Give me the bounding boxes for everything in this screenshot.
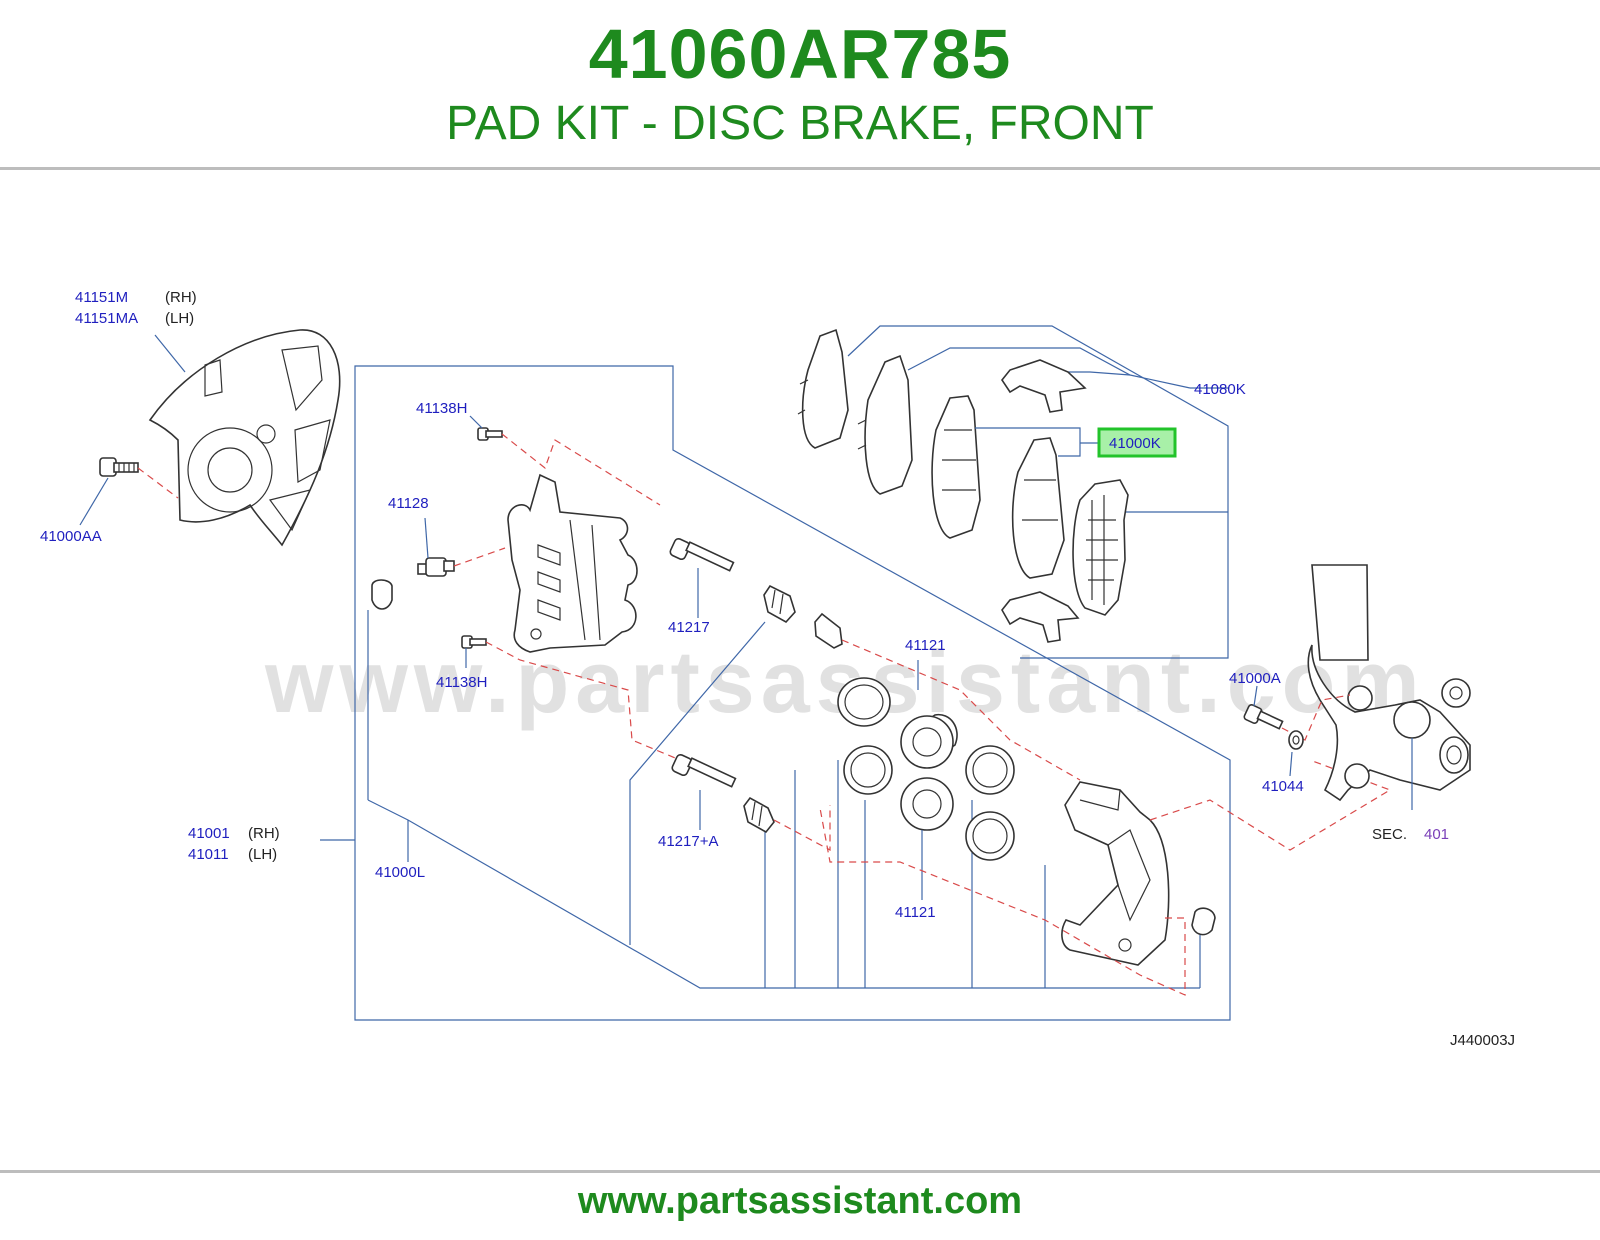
piston-seal-bottom-right[interactable] [965, 811, 1015, 861]
label-41080K: 41080K [1194, 381, 1246, 398]
leader-41044 [1289, 751, 1293, 777]
guide-pin-41217[interactable] [669, 537, 735, 572]
label-41001-side: (RH) [248, 825, 280, 842]
bolt-41138H-top[interactable] [477, 427, 503, 441]
pad-wear-shim[interactable] [1072, 479, 1129, 616]
part-number-title: 41060AR785 [588, 15, 1012, 93]
bleeder-cap-right[interactable] [1191, 907, 1216, 936]
caliper-body[interactable] [507, 473, 638, 653]
bleeder-screw-41128[interactable] [417, 557, 455, 577]
label-sec-prefix: SEC. [1372, 826, 1407, 843]
leader-41138H-top [469, 415, 483, 429]
dash-41128 [453, 547, 506, 567]
bleeder-cap-left[interactable] [371, 579, 393, 610]
dash-bolt-to-plate [137, 467, 179, 499]
label-41121-bottom: 41121 [895, 904, 936, 921]
label-41151M: 41151M [75, 289, 128, 306]
pad-retainer-clip-bottom[interactable] [1001, 591, 1080, 643]
kit-41000L-bracket [367, 799, 1200, 989]
leader-41128 [424, 517, 429, 559]
kit-41080K-outline [847, 325, 1229, 659]
footer-divider [0, 1170, 1600, 1173]
kit-bush-leader [629, 621, 766, 945]
footer-website-url[interactable]: www.partsassistant.com [577, 1180, 1023, 1222]
piston-top[interactable] [900, 713, 958, 769]
leader-41000AA [79, 477, 109, 526]
piston-seal-top-left[interactable] [837, 677, 891, 727]
label-41000L: 41000L [375, 864, 425, 881]
dash-41138H-bottom [485, 641, 681, 761]
dash-41138H-top [501, 433, 661, 506]
piston-seal-bottom-left[interactable] [843, 745, 893, 795]
bolt-41000A[interactable] [1243, 703, 1284, 730]
diagram-code: J440003J [1450, 1032, 1515, 1049]
leader-41151M [154, 334, 186, 373]
washer-41044[interactable] [1288, 730, 1304, 750]
sleeve-bushing[interactable] [814, 612, 843, 649]
piston-bottom[interactable] [900, 777, 954, 831]
label-41000K: 41000K [1109, 435, 1161, 452]
page-header: 41060AR785 PAD KIT - DISC BRAKE, FRONT [0, 0, 1600, 170]
leader-41000A [1253, 685, 1258, 707]
pad-retainer-clip-top[interactable] [1001, 359, 1087, 413]
exploded-parts-diagram: www.partsassistant.com 41151M (RH) 41151… [40, 289, 1515, 1049]
dash-bracket [819, 807, 1186, 996]
caliper-assembly-outline [354, 365, 1231, 1021]
caliper-mounting-bracket[interactable] [1061, 781, 1170, 966]
label-41138H-bottom: 41138H [436, 674, 487, 691]
leader-41000K [975, 427, 1081, 457]
bolt-41000AA[interactable] [99, 457, 139, 477]
pin-boot-bottom[interactable] [743, 796, 775, 834]
label-41011: 41011 [188, 846, 229, 863]
kit-41080K-shims-leader [907, 347, 1191, 389]
pad-shim-outer[interactable] [797, 328, 849, 449]
label-41151MA: 41151MA [75, 310, 138, 327]
label-sec-401: 401 [1424, 826, 1449, 843]
label-41151M-side: (RH) [165, 289, 197, 306]
steering-knuckle[interactable] [1307, 564, 1471, 802]
highlight-41000K[interactable] [1097, 427, 1177, 458]
kit-41000L-drops [764, 760, 1201, 988]
dust-shield-backing-plate[interactable] [148, 329, 341, 547]
label-41001: 41001 [188, 825, 230, 842]
brake-pad-inner[interactable] [1011, 437, 1065, 579]
guide-pin-41217A[interactable] [671, 753, 737, 788]
pad-shim-inner[interactable] [857, 354, 913, 495]
label-41121-top: 41121 [905, 637, 946, 654]
pin-boot-top[interactable] [763, 584, 796, 624]
label-41000A: 41000A [1229, 670, 1281, 687]
dash-bushing [841, 639, 1081, 781]
label-41011-side: (LH) [248, 846, 277, 863]
part-description-title: PAD KIT - DISC BRAKE, FRONT [446, 97, 1154, 150]
kit-41080K-clip-leader [1066, 371, 1131, 376]
dash-boot-bottom [773, 805, 831, 852]
label-41217: 41217 [668, 619, 710, 636]
label-41151MA-side: (LH) [165, 310, 194, 327]
label-41217A: 41217+A [658, 833, 718, 850]
header-divider [0, 167, 1600, 170]
label-41128: 41128 [388, 495, 429, 512]
label-41138H-top: 41138H [416, 400, 467, 417]
brake-pad-outer[interactable] [931, 395, 981, 539]
label-41000AA: 41000AA [40, 528, 102, 545]
piston-seal-top-right[interactable] [965, 745, 1015, 795]
label-41044: 41044 [1262, 778, 1304, 795]
